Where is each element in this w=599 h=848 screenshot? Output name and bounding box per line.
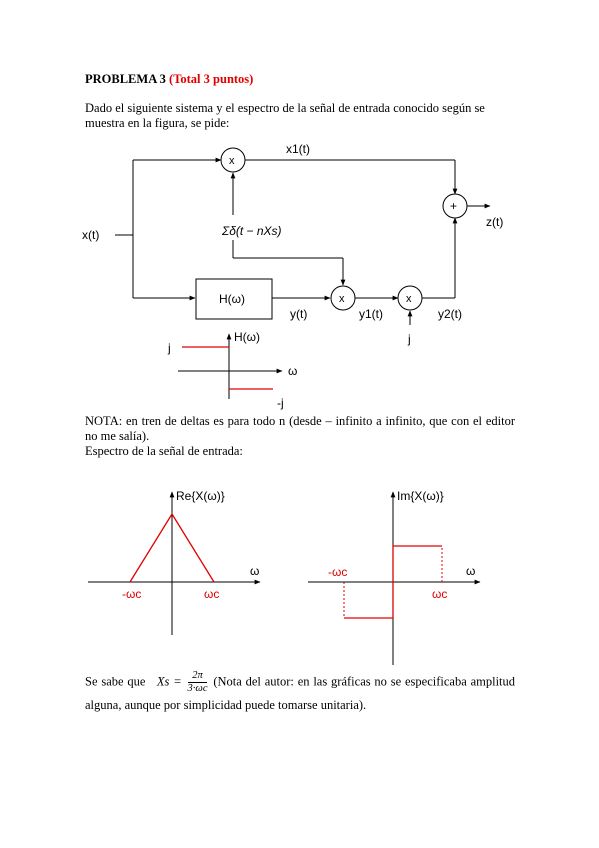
nota-paragraph: NOTA: en tren de deltas es para todo n (…: [85, 414, 515, 443]
multiplier-1-symbol: x: [229, 155, 235, 167]
xs-fraction: 2π 3·ωc: [187, 670, 208, 695]
h-plot: H(ω) ω j -j: [167, 330, 297, 410]
im-chart-tick-pos: ωc: [432, 587, 447, 601]
re-chart-xlabel: ω: [250, 564, 259, 578]
re-chart: Re{X(ω)} ω -ωc ωc: [122, 489, 259, 601]
h-plot-xlabel: ω: [288, 364, 297, 378]
x1-label: x1(t): [286, 142, 310, 156]
xs-fraction-den: 3·ωc: [187, 683, 208, 694]
y1-label: y1(t): [359, 307, 383, 321]
filter-label: H(ω): [219, 292, 245, 306]
block-diagram: x x x + x(t) x1(t) z(t) Σδ(t − nXs) H(ω)…: [82, 142, 503, 346]
im-chart-tick-neg: -ωc: [328, 565, 347, 579]
re-chart-tick-neg: -ωc: [122, 587, 141, 601]
xs-equation: Xs =: [156, 674, 182, 689]
h-plot-ylabel: H(ω): [234, 330, 260, 344]
xs-fraction-num: 2π: [187, 670, 208, 683]
multiplier-2-symbol: x: [339, 293, 345, 305]
spectrum-charts: Re{X(ω)} ω -ωc ωc Im{X(ω)} ω -ωc ωc: [88, 489, 481, 665]
re-chart-tick-pos: ωc: [204, 587, 219, 601]
z-label: z(t): [486, 215, 503, 229]
footer-paragraph: Se sabe que Xs = 2π 3·ωc (Nota del autor…: [85, 670, 515, 715]
intro-paragraph: Dado el siguiente sistema y el espectro …: [85, 101, 485, 130]
y-label: y(t): [290, 307, 307, 321]
problem-title: PROBLEMA 3 (Total 3 puntos): [85, 72, 253, 87]
h-plot-upper-label: j: [167, 341, 171, 355]
input-label: x(t): [82, 228, 99, 242]
espectro-heading: Espectro de la señal de entrada:: [85, 444, 243, 458]
se-sabe-text: Se sabe que: [85, 674, 146, 689]
re-chart-ylabel: Re{X(ω)}: [176, 489, 225, 503]
im-chart: Im{X(ω)} ω -ωc ωc: [328, 489, 475, 619]
j-input-label: j: [407, 332, 411, 346]
author-note: (Nota del autor: en las gráficas no se e…: [85, 674, 516, 712]
y2-label: y2(t): [438, 307, 462, 321]
problem-title-main: PROBLEMA 3: [85, 72, 166, 86]
adder-symbol: +: [450, 199, 457, 213]
problem-points: (Total 3 puntos): [169, 72, 254, 86]
re-series-line: [129, 512, 215, 583]
delta-train-label: Σδ(t − nXs): [221, 224, 282, 238]
im-chart-xlabel: ω: [466, 564, 475, 578]
im-chart-ylabel: Im{X(ω)}: [397, 489, 444, 503]
im-series-line: [344, 545, 442, 619]
h-plot-lower-label: -j: [277, 396, 284, 410]
multiplier-3-symbol: x: [406, 293, 412, 305]
